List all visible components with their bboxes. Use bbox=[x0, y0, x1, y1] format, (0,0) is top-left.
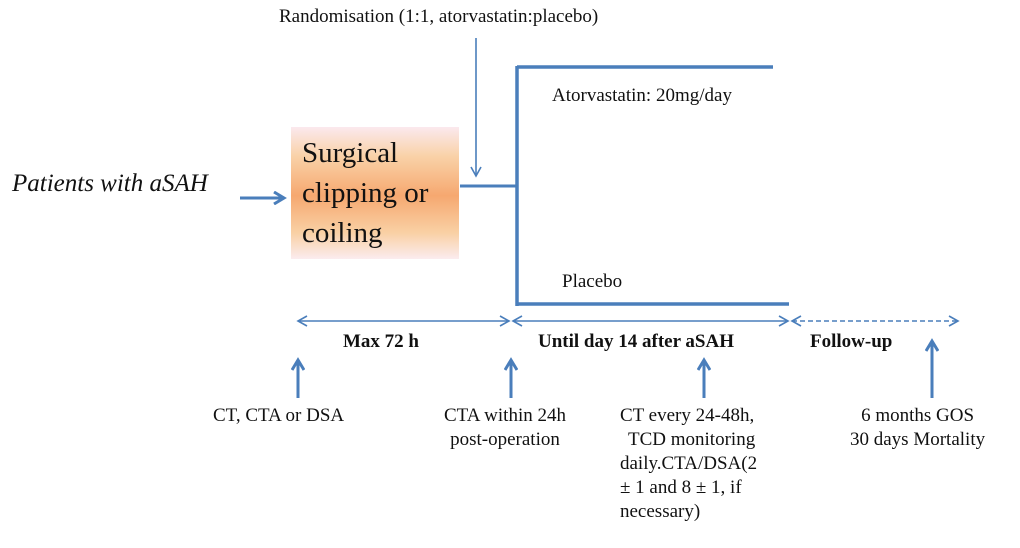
assessment-note-line: 30 days Mortality bbox=[850, 429, 986, 450]
assessment-note-line: necessary) bbox=[620, 501, 701, 522]
phase-max72h-label: Max 72 h bbox=[343, 331, 419, 352]
assessment-note-line: CT, CTA or DSA bbox=[213, 405, 345, 426]
arm-atorvastatin-label: Atorvastatin: 20mg/day bbox=[552, 85, 732, 106]
assessment-note-line: 6 months GOS bbox=[861, 405, 975, 426]
assessment-note-1: CT, CTA or DSA bbox=[213, 404, 344, 428]
assessment-note-line: daily.CTA/DSA(2 bbox=[620, 453, 758, 474]
assessment-note-line: TCD monitoring bbox=[628, 429, 756, 450]
entry-label: Patients with aSAH bbox=[12, 170, 208, 197]
assessment-note-line: post-operation bbox=[450, 429, 560, 450]
phase-until-day14-label: Until day 14 after aSAH bbox=[538, 331, 734, 352]
assessment-note-line: CT every 24-48h, bbox=[620, 405, 755, 426]
assessment-note-4: 6 months GOS 30 days Mortality bbox=[850, 404, 985, 452]
assessment-note-line: CTA within 24h bbox=[444, 405, 566, 426]
arm-placebo-label: Placebo bbox=[562, 271, 623, 292]
randomisation-label: Randomisation (1:1, atorvastatin:placebo… bbox=[279, 6, 599, 27]
assessment-note-2: CTA within 24h post-operation bbox=[444, 404, 566, 452]
procedure-box: Surgical clipping or coiling bbox=[291, 127, 459, 259]
phase-follow-up-label: Follow-up bbox=[810, 331, 893, 352]
assessment-note-3: CT every 24-48h, TCD monitoring daily.CT… bbox=[620, 404, 800, 524]
assessment-note-line: ± 1 and 8 ± 1, if bbox=[620, 477, 742, 498]
procedure-label: Surgical clipping or coiling bbox=[302, 137, 429, 249]
